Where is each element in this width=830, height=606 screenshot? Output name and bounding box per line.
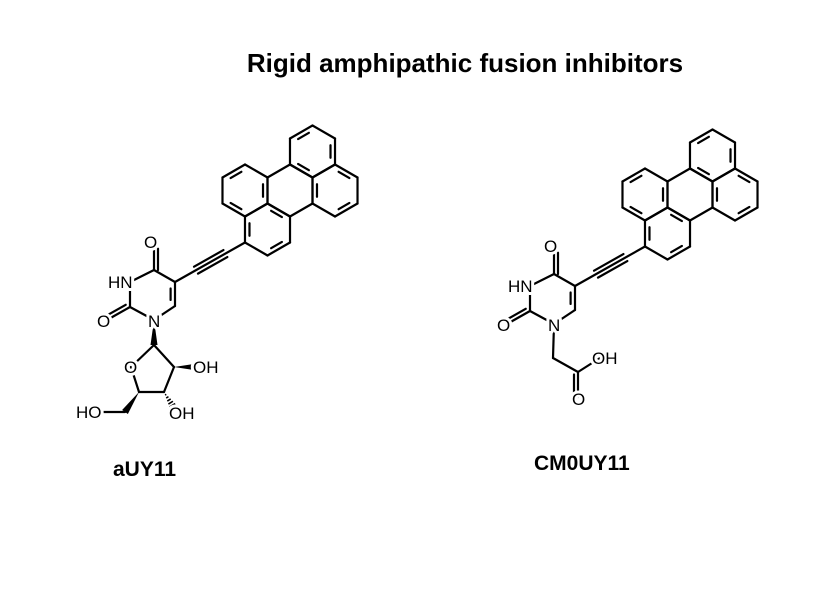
bond-ch2-c (551, 356, 580, 374)
bond-c-oh (576, 356, 602, 374)
atom-label-n1: N (548, 316, 560, 335)
wedge-bond-5-ch2 (122, 392, 139, 415)
diagram-title: Rigid amphipathic fusion inhibitors (246, 48, 684, 78)
structure-cm0uy11: O HN O N OH O (494, 128, 759, 412)
atom-label-n3: HN (108, 273, 133, 292)
bond-n-ch2 (551, 322, 556, 360)
hashed-bond-3-oh (164, 393, 167, 396)
perylenyl-ethynyl-uracil-core (105, 124, 359, 322)
wedge-bond-n-glycosidic (150, 320, 158, 345)
wedge-bond-2-oh (174, 363, 197, 371)
perylenyl-ethynyl-uracil-core (505, 128, 759, 326)
atom-label-ring-o: O (124, 358, 137, 377)
atom-label-n3: HN (508, 277, 533, 296)
atom-label-carbonyl-o: O (572, 390, 585, 409)
hashed-bond-3-oh (167, 400, 174, 405)
hashed-bond-3-oh (165, 395, 169, 399)
atom-label-oh2: OH (193, 358, 219, 377)
ribose-bond (129, 343, 156, 369)
atom-label-o2: O (497, 316, 510, 335)
structure-auy11: O HN O N O OH OH HO (73, 124, 359, 426)
ribose-bond (162, 365, 176, 394)
hashed-bond-3-oh (166, 398, 172, 402)
ribose-sugar (100, 320, 197, 415)
atom-label-n1: N (148, 312, 160, 331)
ribose-bond (152, 343, 176, 369)
hashed-bond-3-oh (169, 402, 176, 408)
atom-label-o4: O (144, 233, 157, 252)
atom-label-oh: OH (592, 349, 618, 368)
ribose-bond (129, 365, 141, 394)
compound-name-cm0uy11: CM0UY11 (534, 452, 630, 475)
compound-name-auy11: aUY11 (113, 458, 177, 481)
atom-label-o4: O (544, 237, 557, 256)
atom-label-oh3: OH (169, 404, 195, 423)
atom-label-ho5: HO (76, 403, 102, 422)
carboxymethyl-group (551, 322, 602, 399)
atom-label-o2: O (97, 312, 110, 331)
